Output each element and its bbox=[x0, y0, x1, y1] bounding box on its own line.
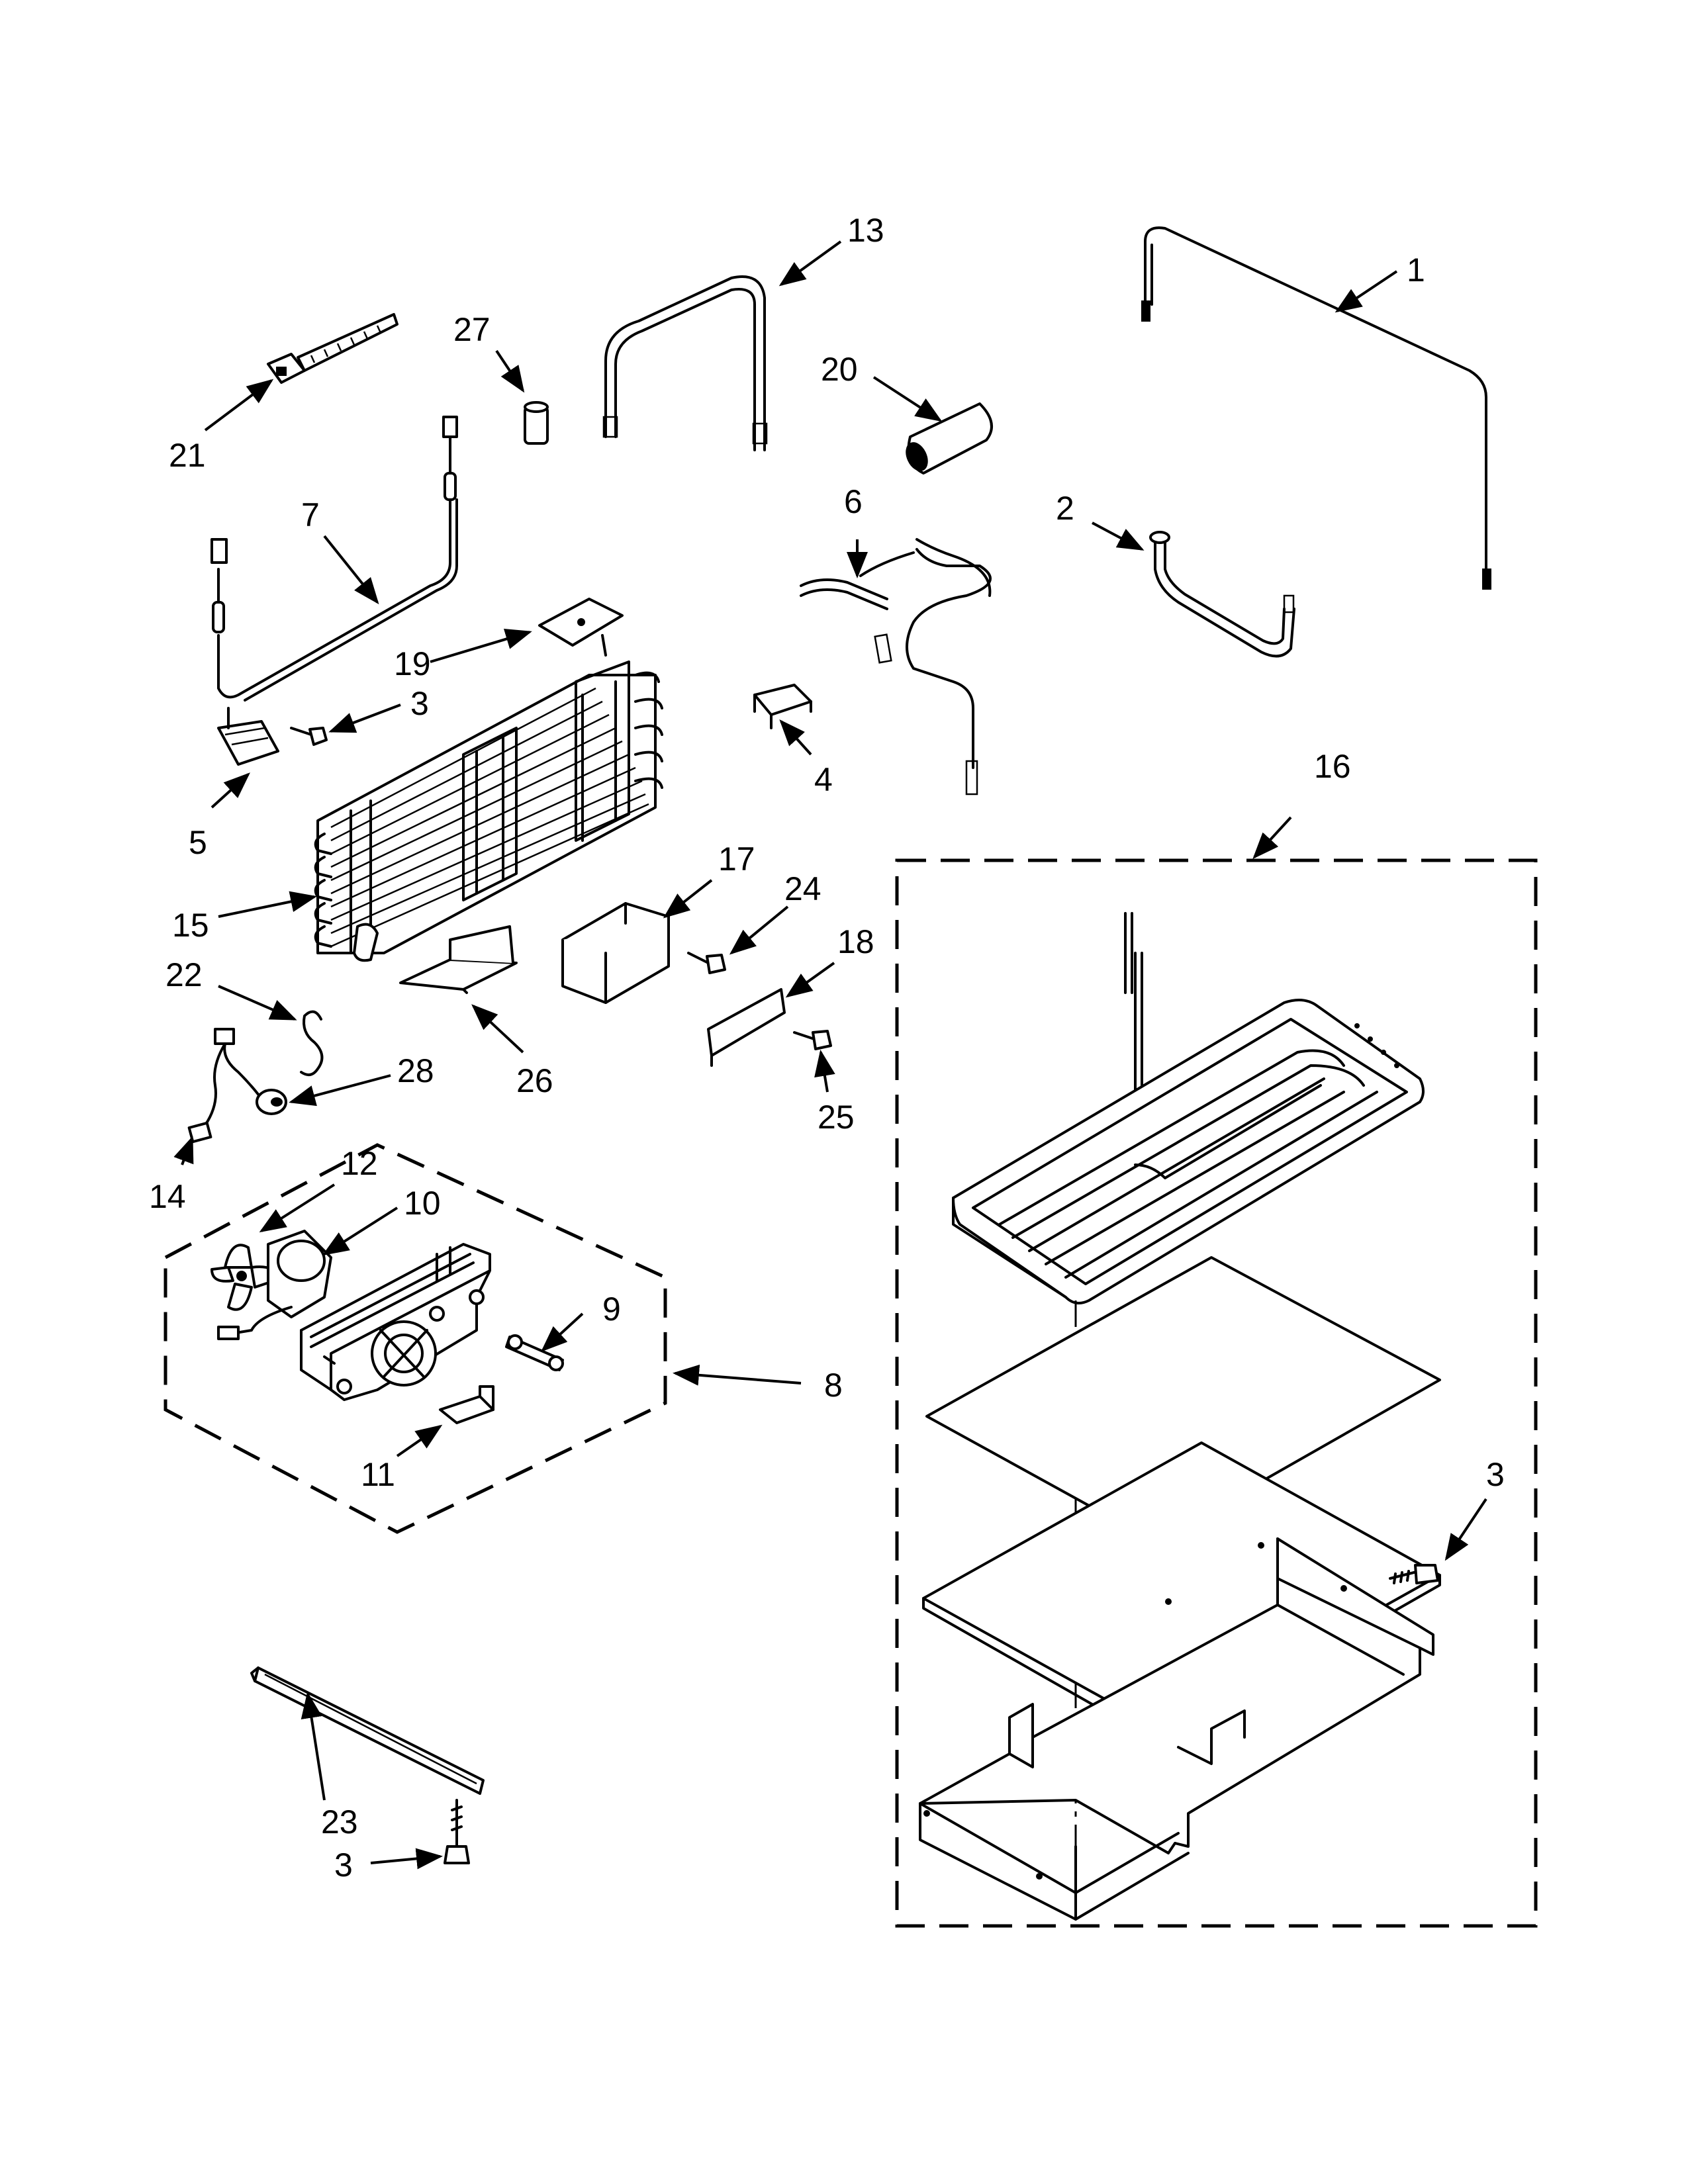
part-23-rail bbox=[250, 1666, 485, 1795]
leader-16 bbox=[1252, 816, 1292, 859]
part-14-connector bbox=[187, 1121, 212, 1144]
part-16-pan bbox=[919, 1537, 1434, 1921]
part-6-tube bbox=[800, 538, 992, 796]
callout-4: 4 bbox=[814, 761, 833, 798]
part-7-wire bbox=[211, 416, 458, 702]
part-1-tube bbox=[1141, 226, 1491, 590]
leader-21 bbox=[204, 379, 274, 432]
callout-12: 12 bbox=[341, 1145, 378, 1182]
leader-1 bbox=[1335, 270, 1398, 313]
leader-12 bbox=[259, 1183, 336, 1233]
callout-11: 11 bbox=[361, 1456, 395, 1493]
part-16-group-border bbox=[895, 858, 1538, 1928]
leader-lines bbox=[173, 240, 1487, 1870]
leader-15 bbox=[218, 891, 317, 918]
part-24-screw bbox=[687, 952, 726, 974]
callout-25: 25 bbox=[818, 1099, 855, 1136]
leader-20 bbox=[872, 376, 943, 422]
part-27-cylinder bbox=[524, 401, 549, 445]
leader-25 bbox=[814, 1050, 835, 1093]
part-12-fan-blade bbox=[211, 1244, 277, 1311]
leader-11 bbox=[396, 1424, 443, 1457]
part-20-sleeve bbox=[906, 402, 993, 475]
leader-8 bbox=[673, 1364, 802, 1386]
part-8-fan-housing bbox=[300, 1243, 491, 1401]
callout-3b: 3 bbox=[334, 1846, 353, 1884]
part-18-plate bbox=[707, 988, 786, 1067]
part-13-tube bbox=[602, 275, 768, 451]
leader-19 bbox=[430, 629, 532, 663]
part-3-screw-b bbox=[444, 1799, 470, 1864]
callout-16: 16 bbox=[1314, 748, 1351, 785]
callout-15: 15 bbox=[172, 907, 209, 944]
part-19-plate bbox=[538, 598, 624, 657]
part-26-tray bbox=[399, 925, 518, 994]
callout-23: 23 bbox=[321, 1803, 358, 1841]
callout-21: 21 bbox=[169, 437, 206, 474]
callout-24: 24 bbox=[784, 870, 821, 907]
part-9-bracket bbox=[505, 1334, 564, 1371]
callout-1: 1 bbox=[1407, 251, 1425, 289]
leader-22 bbox=[218, 985, 297, 1021]
part-15-evaporator bbox=[314, 660, 663, 962]
callout-14: 14 bbox=[149, 1178, 186, 1215]
callout-6: 6 bbox=[844, 483, 863, 520]
callout-10: 10 bbox=[404, 1185, 441, 1222]
leader-28 bbox=[289, 1074, 391, 1107]
part-16-heater-tray bbox=[952, 912, 1425, 1304]
leader-17 bbox=[663, 879, 713, 919]
callout-22: 22 bbox=[165, 956, 203, 993]
part-5-clip bbox=[217, 707, 279, 766]
leader-3a bbox=[328, 704, 401, 733]
callout-5: 5 bbox=[189, 824, 207, 861]
part-3-screw-c bbox=[1389, 1564, 1439, 1584]
part-17-cover bbox=[561, 902, 670, 1004]
leader-9 bbox=[541, 1312, 584, 1352]
leader-4 bbox=[779, 719, 812, 756]
leader-5 bbox=[211, 772, 250, 809]
part-8-group-border bbox=[164, 1143, 667, 1534]
part-10-motor bbox=[217, 1230, 332, 1340]
part-16-sheet-upper bbox=[925, 1256, 1441, 1543]
part-22-hook bbox=[300, 1010, 324, 1076]
callout-2: 2 bbox=[1056, 490, 1074, 527]
leader-3c bbox=[1444, 1498, 1487, 1561]
callout-20: 20 bbox=[821, 351, 858, 388]
part-4-bracket bbox=[753, 684, 812, 729]
callout-13: 13 bbox=[847, 212, 884, 249]
leader-10 bbox=[322, 1206, 399, 1256]
callout-8: 8 bbox=[824, 1367, 843, 1404]
callout-9: 9 bbox=[602, 1291, 621, 1328]
part-25-screw bbox=[793, 1030, 832, 1050]
part-2-tube bbox=[1149, 531, 1295, 658]
leader-18 bbox=[785, 962, 835, 998]
callout-17: 17 bbox=[718, 841, 755, 878]
leader-23 bbox=[301, 1692, 326, 1801]
leader-26 bbox=[471, 1004, 524, 1054]
callout-18: 18 bbox=[837, 923, 874, 960]
callout-3a: 3 bbox=[410, 685, 429, 722]
leader-2 bbox=[1092, 522, 1145, 551]
callout-7: 7 bbox=[301, 496, 320, 533]
leader-24 bbox=[729, 905, 789, 955]
callout-28: 28 bbox=[397, 1052, 434, 1089]
callout-19: 19 bbox=[394, 645, 431, 682]
part-11-clip bbox=[439, 1385, 494, 1424]
leader-13 bbox=[778, 240, 842, 287]
leader-3b bbox=[370, 1848, 443, 1870]
part-21-cable-tie bbox=[267, 313, 399, 384]
part-28-sensor bbox=[204, 1028, 287, 1126]
part-3-screw-a bbox=[290, 727, 328, 746]
leader-27 bbox=[495, 349, 525, 393]
callout-labels: 1 13 27 20 21 6 2 7 19 3 4 16 5 17 24 15… bbox=[149, 212, 1505, 1884]
callout-3c: 3 bbox=[1486, 1456, 1505, 1493]
callout-27: 27 bbox=[453, 311, 491, 348]
leader-7 bbox=[323, 535, 379, 605]
callout-26: 26 bbox=[516, 1062, 553, 1099]
leader-14 bbox=[173, 1136, 194, 1165]
